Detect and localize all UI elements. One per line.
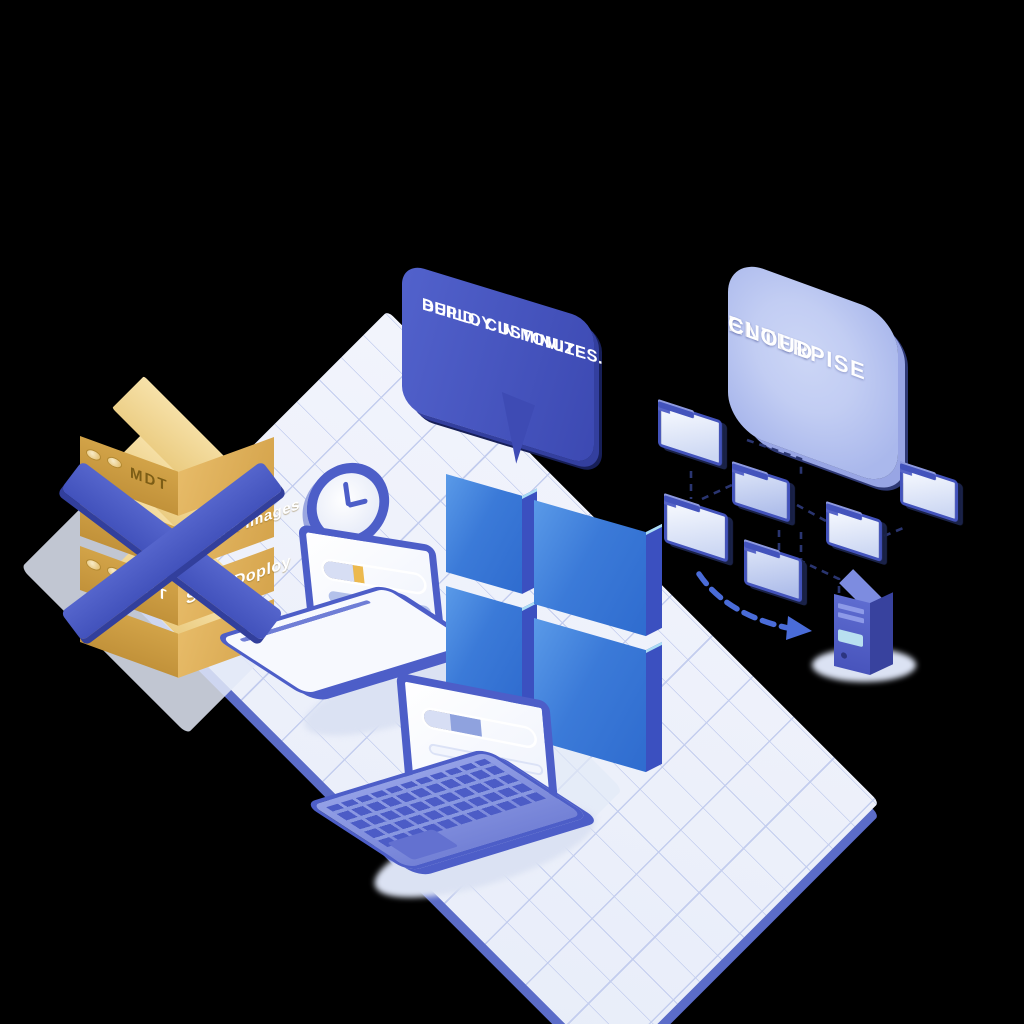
x-mark-icon [60, 456, 283, 646]
tower-side [870, 592, 893, 675]
flow-arrowhead [786, 616, 812, 640]
tower-drive-bay [838, 628, 863, 648]
clock-hour-hand [347, 498, 368, 508]
tower-power-button [841, 651, 847, 660]
progress-bar [423, 708, 535, 747]
flow-arrow [696, 571, 791, 631]
tower-front [834, 594, 870, 675]
server-tower-icon [834, 569, 896, 675]
